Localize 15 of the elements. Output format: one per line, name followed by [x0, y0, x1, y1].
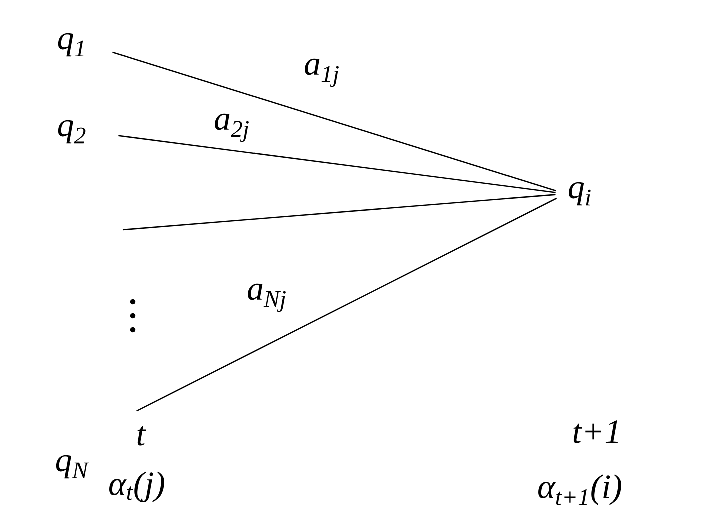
math-label: α$_{t}$(j)	[110, 472, 164, 502]
line	[112, 52, 556, 192]
state-label: q$_{N}$	[56, 455, 90, 479]
math-label: t+1	[574, 420, 618, 444]
line	[118, 135, 556, 194]
line	[122, 194, 556, 231]
line	[136, 198, 558, 412]
edge-label: a$_{2j}$	[213, 112, 251, 144]
math-label: t	[138, 426, 146, 446]
state-label: q$_{i}$	[569, 182, 591, 206]
edge-label: a$_{Nj}$	[246, 282, 288, 314]
math-label: α$_{t+1}$(i)	[538, 474, 622, 506]
edge-label: a$_{1j}$	[303, 58, 341, 88]
state-label: q$_{1}$	[58, 33, 84, 57]
state-label: q$_{2}$	[58, 120, 86, 144]
